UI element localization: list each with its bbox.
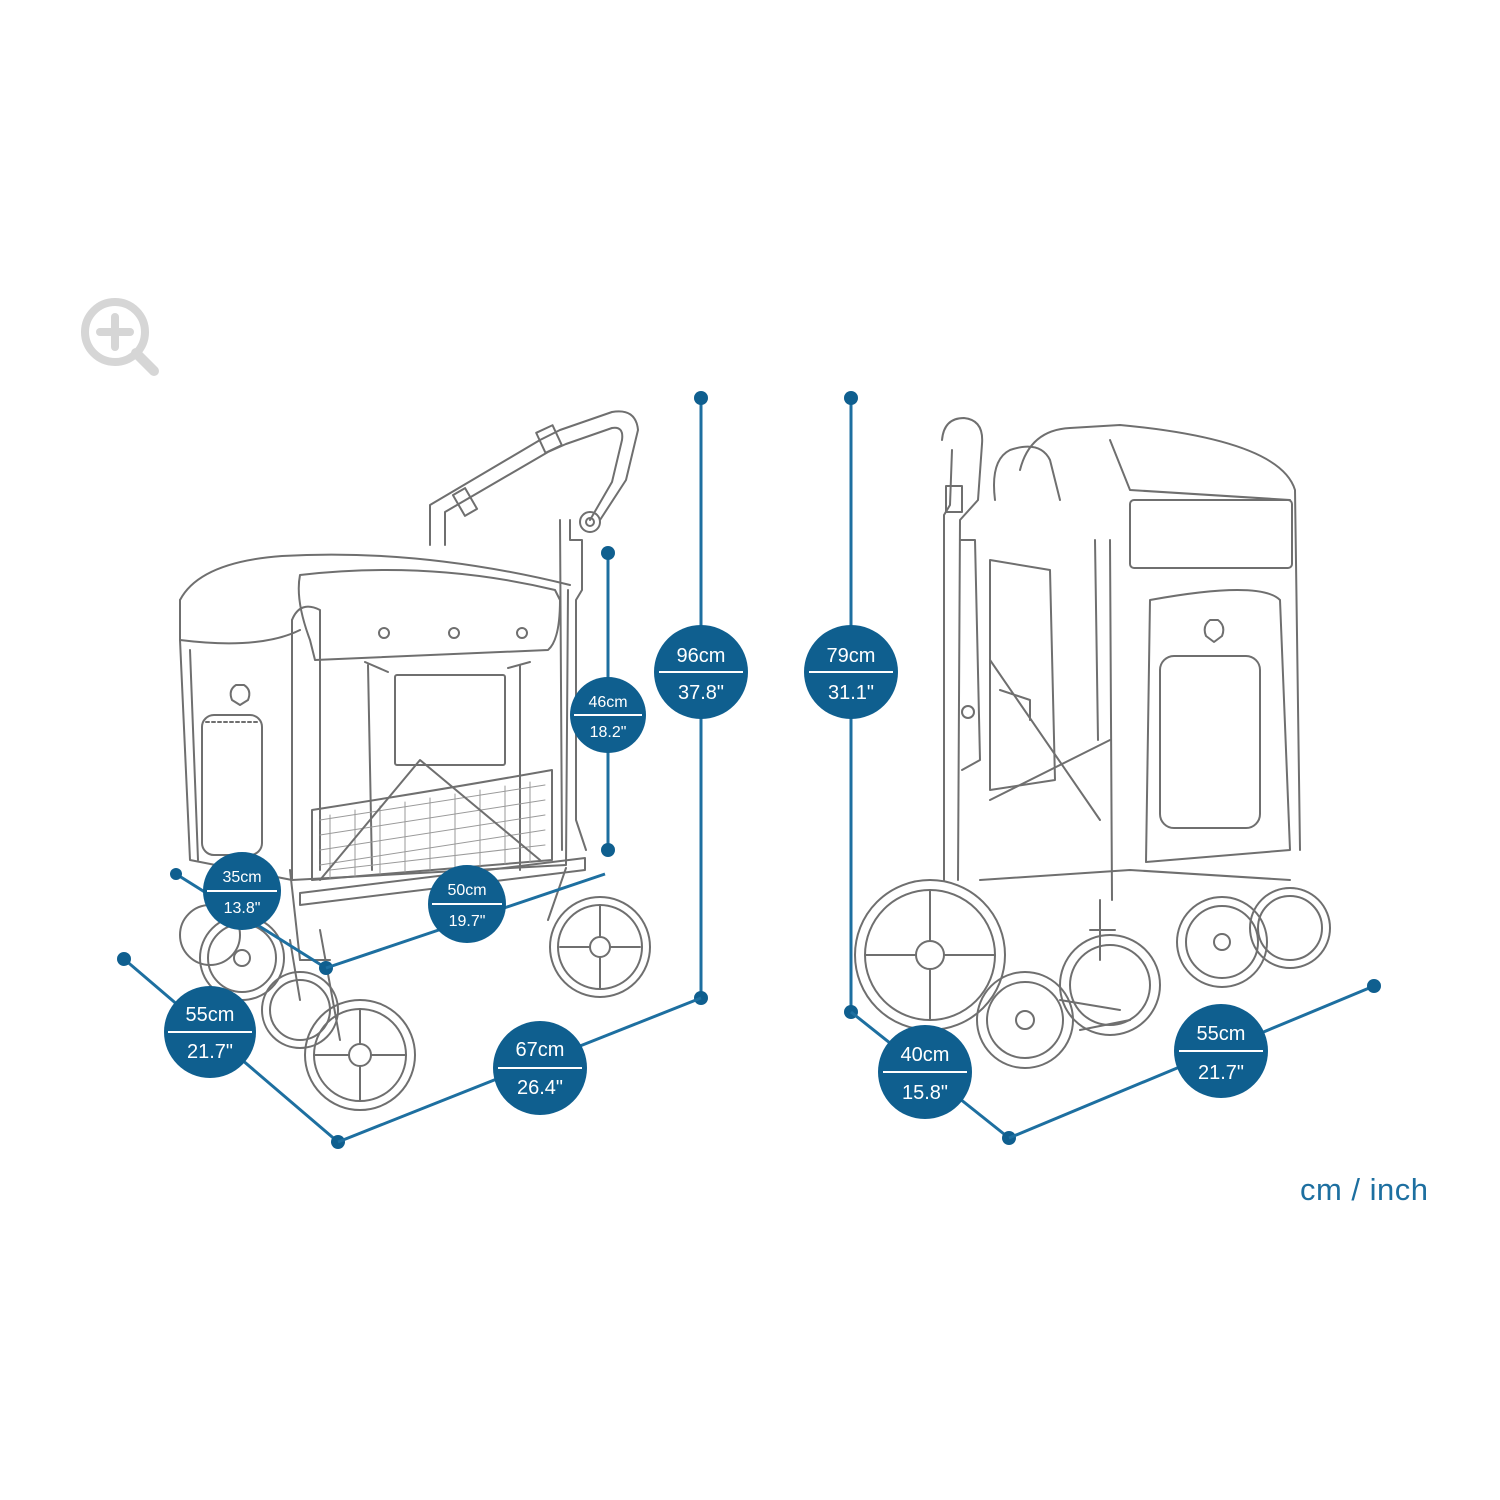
badge-cabin-width: 35cm 13.8" — [203, 852, 281, 930]
badge-folded-length-cm: 40cm — [901, 1044, 950, 1066]
badge-cabin-width-cm: 35cm — [222, 869, 261, 886]
badge-folded-length-inch: 15.8" — [902, 1082, 948, 1104]
badge-cabin-length-inch: 19.7" — [449, 913, 486, 930]
zoom-in-icon[interactable] — [78, 295, 162, 379]
badge-folded-height: 79cm 31.1" — [804, 625, 898, 719]
badge-cabin-length: 50cm 19.7" — [428, 865, 506, 943]
badge-folded-height-inch: 31.1" — [828, 682, 874, 704]
badge-cabin-height: 46cm 18.2" — [570, 677, 646, 753]
badge-folded-width-inch: 21.7" — [1198, 1062, 1244, 1084]
badge-overall-length-cm: 67cm — [516, 1039, 565, 1061]
badge-folded-height-cm: 79cm — [827, 645, 876, 667]
badge-cabin-width-inch: 13.8" — [224, 900, 261, 917]
badge-folded-length: 40cm 15.8" — [878, 1025, 972, 1119]
stroller-unfolded-drawing — [179, 410, 651, 1111]
badge-handle-height-inch: 37.8" — [678, 682, 724, 704]
stroller-folded-drawing — [854, 417, 1331, 1069]
badge-overall-length-inch: 26.4" — [517, 1077, 563, 1099]
badge-overall-length: 67cm 26.4" — [493, 1021, 587, 1115]
badge-handle-height: 96cm 37.8" — [654, 625, 748, 719]
badge-folded-width: 55cm 21.7" — [1174, 1004, 1268, 1098]
badge-cabin-height-cm: 46cm — [588, 694, 627, 711]
badge-cabin-height-inch: 18.2" — [590, 724, 627, 741]
badge-folded-width-cm: 55cm — [1197, 1023, 1246, 1045]
units-label: cm / inch — [1300, 1172, 1429, 1207]
badge-overall-width-inch: 21.7" — [187, 1041, 233, 1063]
badge-overall-width-cm: 55cm — [186, 1004, 235, 1026]
badge-handle-height-cm: 96cm — [677, 645, 726, 667]
badge-overall-width: 55cm 21.7" — [164, 986, 256, 1078]
badge-cabin-length-cm: 50cm — [447, 882, 486, 899]
